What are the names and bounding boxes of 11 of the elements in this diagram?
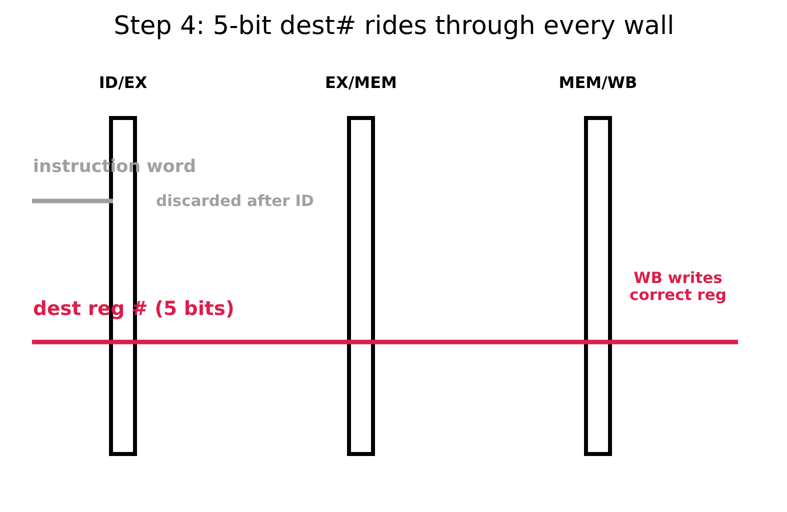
diagram-title: Step 4: 5-bit dest# rides through every wall bbox=[114, 10, 674, 42]
signal-line bbox=[137, 340, 375, 344]
annotation-text: WB writes correct reg bbox=[628, 270, 728, 304]
signal-line bbox=[32, 340, 137, 344]
register-label: MEM/WB bbox=[558, 73, 638, 93]
signal-line bbox=[375, 340, 612, 344]
signal-line bbox=[612, 340, 738, 344]
annotation-text: discarded after ID bbox=[156, 192, 314, 211]
register-label: EX/MEM bbox=[325, 73, 397, 93]
signal-line bbox=[32, 198, 113, 204]
register-label: ID/EX bbox=[98, 73, 148, 93]
